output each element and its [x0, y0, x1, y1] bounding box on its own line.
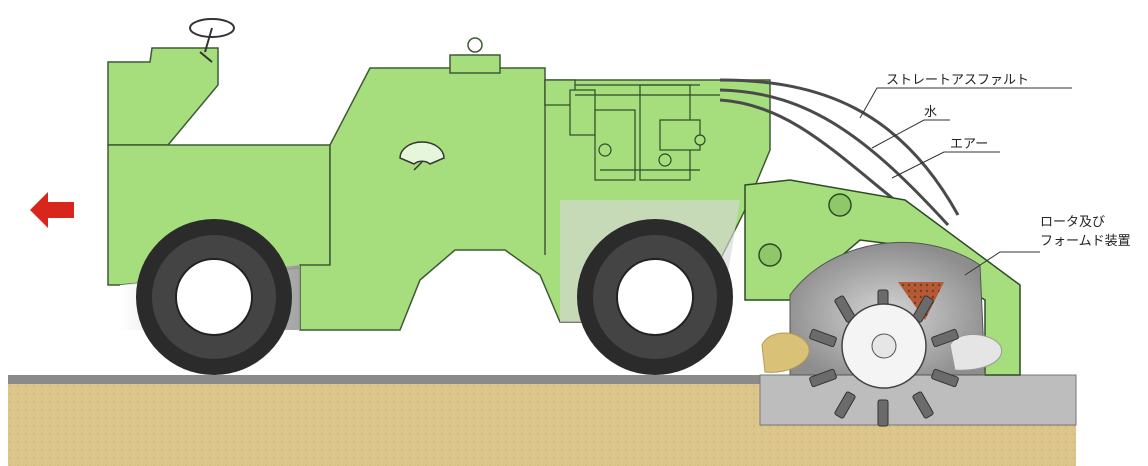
- left-arrow-icon: [30, 192, 74, 228]
- operator-seat: [108, 48, 218, 145]
- label-water: 水: [924, 105, 937, 120]
- existing-pavement-surface: [8, 375, 768, 384]
- lifting-eye: [468, 38, 482, 52]
- rear-wheel: [577, 219, 733, 375]
- front-wheel: [136, 219, 292, 375]
- filler-cap: [450, 55, 500, 73]
- label-rotor-line1: ロータ及び: [1040, 215, 1105, 230]
- housing-bolt-circle: [829, 194, 851, 216]
- rotor-center: [872, 334, 896, 358]
- label-rotor-line2: フォームド装置: [1040, 234, 1131, 249]
- label-air: エアー: [950, 137, 988, 152]
- ground: [8, 375, 1076, 466]
- label-straight-asphalt: ストレートアスファルト: [886, 73, 1029, 88]
- housing-bolt-circle: [759, 244, 781, 266]
